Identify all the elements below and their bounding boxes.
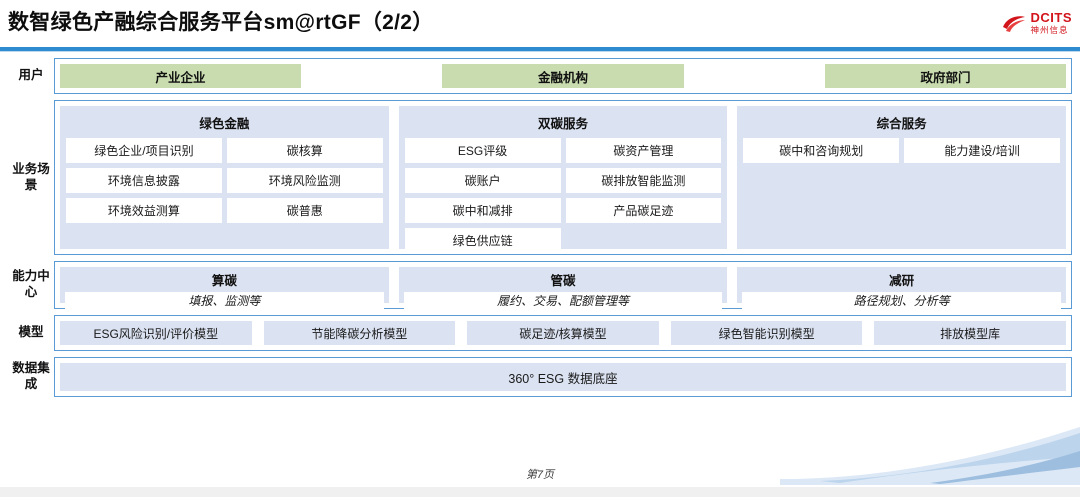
user-chip-financial[interactable]: 金融机构 bbox=[442, 64, 684, 88]
scenario-cell[interactable]: ESG评级 bbox=[404, 138, 561, 163]
row-label-model: 模型 bbox=[18, 325, 44, 340]
group-title: 双碳服务 bbox=[538, 117, 589, 131]
group-cell-list: 碳中和咨询规划 能力建设/培训 bbox=[743, 138, 1060, 163]
capability-group-calculate: 算碳 填报、监测等 bbox=[60, 267, 389, 309]
group-cell-list: ESG评级 碳资产管理 碳账户 碳排放智能监测 碳中和减排 产品碳足迹 绿色供应… bbox=[404, 138, 722, 253]
scenario-cell[interactable]: 能力建设/培训 bbox=[904, 138, 1060, 163]
capability-group-reduce: 减研 路径规划、分析等 bbox=[737, 267, 1067, 309]
model-chip[interactable]: 绿色智能识别模型 bbox=[670, 321, 863, 345]
capability-subtitle[interactable]: 填报、监测等 bbox=[65, 292, 384, 309]
capability-title: 算碳 bbox=[211, 274, 237, 288]
logo-main-text: DCITS bbox=[1030, 10, 1072, 26]
scenario-cell[interactable]: 碳排放智能监测 bbox=[565, 168, 722, 193]
layer-row-user: 用户 产业企业 金融机构 政府部门 bbox=[8, 58, 1072, 94]
scenario-row-body: 绿色金融 绿色企业/项目识别 碳核算 环境信息披露 环境风险监测 环境效益测算 … bbox=[54, 100, 1072, 255]
layer-row-data: 数据集成 360° ESG 数据底座 bbox=[8, 357, 1072, 397]
architecture-grid: 用户 产业企业 金融机构 政府部门 业务场景 绿色金融 绿色企业/项目识别 碳核… bbox=[8, 58, 1072, 403]
scenario-group-integrated: 综合服务 碳中和咨询规划 能力建设/培训 bbox=[737, 106, 1067, 249]
model-chip[interactable]: 节能降碳分析模型 bbox=[263, 321, 456, 345]
scenario-cell[interactable]: 环境风险监测 bbox=[226, 168, 383, 193]
swoosh-icon bbox=[1001, 13, 1027, 33]
logo-sub-text: 神州信息 bbox=[1030, 25, 1069, 36]
scenario-cell[interactable]: 环境信息披露 bbox=[66, 168, 222, 193]
user-row-body: 产业企业 金融机构 政府部门 bbox=[54, 58, 1072, 94]
user-chip-government[interactable]: 政府部门 bbox=[824, 64, 1066, 88]
spacer bbox=[692, 64, 817, 88]
scenario-cell[interactable]: 环境效益测算 bbox=[66, 198, 222, 223]
scenario-cell[interactable]: 碳账户 bbox=[404, 168, 561, 193]
data-foundation-chip[interactable]: 360° ESG 数据底座 bbox=[60, 363, 1066, 391]
scenario-cell[interactable]: 碳普惠 bbox=[226, 198, 383, 223]
scenario-cell[interactable]: 绿色企业/项目识别 bbox=[66, 138, 222, 163]
capability-row-body: 算碳 填报、监测等 管碳 履约、交易、配额管理等 减研 路径规划、分析等 bbox=[54, 261, 1072, 309]
user-chip-industry[interactable]: 产业企业 bbox=[60, 64, 302, 88]
scenario-cell[interactable]: 碳资产管理 bbox=[565, 138, 722, 163]
model-chip[interactable]: ESG风险识别/评价模型 bbox=[60, 321, 252, 345]
model-chip[interactable]: 排放模型库 bbox=[874, 321, 1066, 345]
layer-row-scenario: 业务场景 绿色金融 绿色企业/项目识别 碳核算 环境信息披露 环境风险监测 环境… bbox=[8, 100, 1072, 255]
brand-logo: DCITS 神州信息 bbox=[1001, 8, 1073, 38]
data-row-body: 360° ESG 数据底座 bbox=[54, 357, 1072, 397]
capability-group-manage: 管碳 履约、交易、配额管理等 bbox=[398, 267, 728, 309]
page-number: 第7页 bbox=[525, 469, 555, 481]
scenario-cell[interactable]: 产品碳足迹 bbox=[565, 198, 722, 223]
scenario-cell[interactable]: 碳核算 bbox=[226, 138, 383, 163]
scenario-group-dual-carbon: 双碳服务 ESG评级 碳资产管理 碳账户 碳排放智能监测 碳中和减排 产品碳足迹… bbox=[398, 106, 728, 253]
group-cell-list: 绿色企业/项目识别 碳核算 环境信息披露 环境风险监测 环境效益测算 碳普惠 bbox=[66, 138, 383, 223]
capability-subtitle[interactable]: 路径规划、分析等 bbox=[742, 292, 1062, 309]
scenario-cell[interactable]: 碳中和咨询规划 bbox=[743, 138, 900, 163]
capability-subtitle[interactable]: 履约、交易、配额管理等 bbox=[403, 292, 723, 309]
group-title: 综合服务 bbox=[876, 117, 927, 131]
bottom-band bbox=[0, 487, 1080, 497]
capability-title: 减研 bbox=[889, 274, 915, 288]
row-label-scenario: 业务场景 bbox=[12, 161, 50, 192]
model-row-body: ESG风险识别/评价模型 节能降碳分析模型 碳足迹/核算模型 绿色智能识别模型 … bbox=[54, 315, 1072, 351]
capability-title: 管碳 bbox=[550, 274, 576, 288]
scenario-cell[interactable]: 碳中和减排 bbox=[404, 198, 561, 223]
model-chip[interactable]: 碳足迹/核算模型 bbox=[467, 321, 659, 345]
layer-row-model: 模型 ESG风险识别/评价模型 节能降碳分析模型 碳足迹/核算模型 绿色智能识别… bbox=[8, 315, 1072, 351]
scenario-cell[interactable]: 绿色供应链 bbox=[404, 228, 561, 253]
group-title: 绿色金融 bbox=[199, 117, 250, 131]
row-label-user: 用户 bbox=[18, 68, 44, 83]
title-divider bbox=[0, 47, 1080, 52]
row-label-data: 数据集成 bbox=[12, 361, 50, 391]
spacer bbox=[309, 64, 434, 88]
scenario-group-green-finance: 绿色金融 绿色企业/项目识别 碳核算 环境信息披露 环境风险监测 环境效益测算 … bbox=[60, 106, 389, 249]
row-label-capability: 能力中心 bbox=[12, 269, 50, 299]
layer-row-capability: 能力中心 算碳 填报、监测等 管碳 履约、交易、配额管理等 减研 路径规划、分析… bbox=[8, 261, 1072, 309]
page-title: 数智绿色产融综合服务平台sm@rtGF（2/2） bbox=[8, 11, 434, 34]
